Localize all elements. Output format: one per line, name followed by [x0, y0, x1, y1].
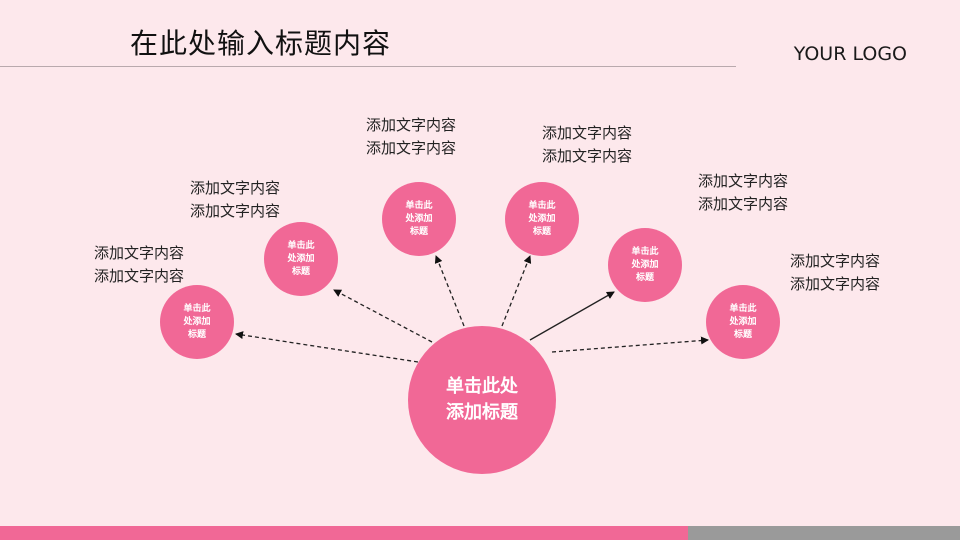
branch-caption-2: 添加文字内容 添加文字内容 [190, 179, 281, 220]
connector-arrow-1 [235, 331, 419, 363]
branch-caption-1: 添加文字内容 添加文字内容 [94, 244, 185, 285]
branch-node-1[interactable]: 单击此 处添加 标题 [160, 285, 234, 359]
logo-text: YOUR LOGO [793, 43, 907, 65]
branch-caption-4: 添加文字内容 添加文字内容 [542, 124, 633, 165]
branch-node-6[interactable]: 单击此 处添加 标题 [706, 285, 780, 359]
branch-node-2[interactable]: 单击此 处添加 标题 [264, 222, 338, 296]
connector-arrow-5 [529, 291, 615, 341]
title-divider [0, 66, 736, 67]
branch-node-5[interactable]: 单击此 处添加 标题 [608, 228, 682, 302]
connector-arrow-6 [551, 336, 709, 353]
footer-bar-pink [0, 526, 688, 540]
connector-arrow-2 [333, 289, 433, 343]
branch-node-4[interactable]: 单击此 处添加 标题 [505, 182, 579, 256]
hub-node[interactable]: 单击此处 添加标题 [408, 326, 556, 474]
branch-caption-5: 添加文字内容 添加文字内容 [698, 172, 789, 213]
branch-caption-6: 添加文字内容 添加文字内容 [790, 252, 881, 293]
connector-arrow-3 [434, 255, 465, 327]
branch-caption-3: 添加文字内容 添加文字内容 [366, 116, 457, 157]
connector-arrow-4 [501, 255, 532, 327]
page-title: 在此处输入标题内容 [130, 27, 392, 60]
footer-bar-gray [688, 526, 960, 540]
branch-node-3[interactable]: 单击此 处添加 标题 [382, 182, 456, 256]
